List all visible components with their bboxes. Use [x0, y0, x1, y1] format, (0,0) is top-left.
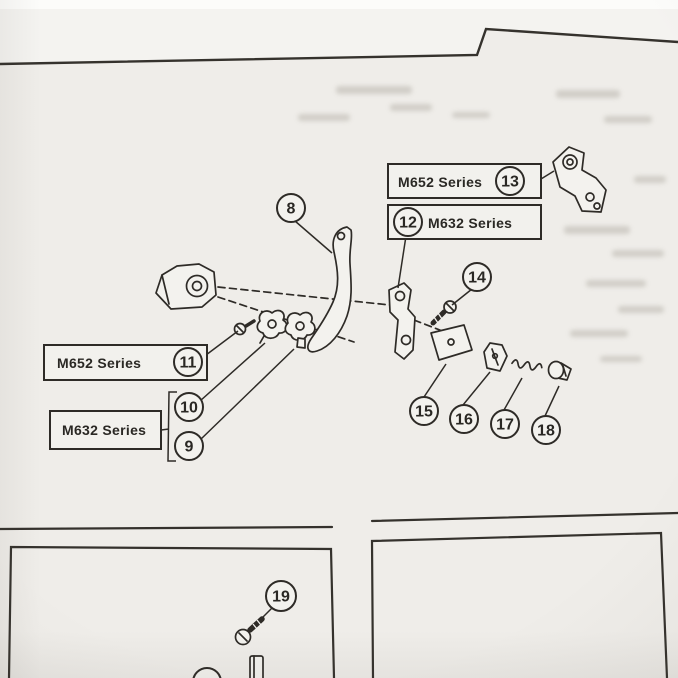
group-bracket [167, 391, 177, 462]
leader-line-14 [451, 288, 473, 306]
callout-number-12: 12 [399, 215, 417, 232]
callout-16: 16 [449, 404, 479, 434]
callout-number-15: 15 [415, 404, 433, 421]
callout-number-14: 14 [468, 270, 486, 287]
lower-table-left [7, 545, 336, 678]
leader-line-9 [199, 348, 295, 441]
callout-11: 11 [173, 347, 203, 377]
part-slide-plate [430, 324, 473, 361]
callout-8: 8 [276, 193, 306, 223]
part-forked-guide [483, 342, 508, 372]
callout-14: 14 [462, 262, 492, 292]
callout-18: 18 [531, 415, 561, 445]
callout-number-17: 17 [496, 417, 514, 434]
leader-line-15 [423, 363, 447, 398]
callout-17: 17 [490, 409, 520, 439]
part-knob [547, 360, 572, 381]
upper-page-region [0, 0, 678, 64]
callout-15: 15 [409, 396, 439, 426]
callout-number-11: 11 [180, 355, 197, 372]
series-label-m632-left: M632 Series [62, 422, 146, 438]
callout-number-16: 16 [455, 412, 473, 429]
callout-13: 13 [495, 166, 525, 196]
lower-table-right [370, 531, 669, 678]
top-white-strip [0, 0, 678, 9]
part-mounting-bracket [388, 282, 416, 360]
page-fold-edge [0, 27, 678, 66]
part-screw-19 [234, 616, 265, 646]
callout-19: 19 [265, 580, 297, 612]
leader-line-10 [199, 342, 266, 402]
part-screw-11 [233, 319, 256, 336]
callout-number-19: 19 [272, 589, 290, 606]
series-label-m652-left: M652 Series [57, 355, 141, 371]
part-angled-bracket [552, 146, 607, 213]
callout-20-partial [192, 667, 222, 678]
part-clamp-b [284, 311, 316, 349]
callout-12: 12 [393, 207, 423, 237]
part-shaft-clamp [155, 263, 217, 310]
section-divider-left [0, 525, 334, 531]
part-pin-partial [249, 655, 264, 678]
callout-number-10: 10 [180, 400, 198, 417]
callout-10: 10 [174, 392, 204, 422]
leader-line-18 [544, 385, 560, 417]
leader-line-13 [540, 170, 555, 180]
leader-line-8 [294, 220, 333, 254]
part-spring [511, 359, 543, 371]
series-label-m632-top: M632 Series [428, 215, 512, 231]
callout-number-13: 13 [501, 174, 519, 191]
series-box-m632-left: M632 Series [49, 391, 177, 462]
callout-number-9: 9 [185, 439, 194, 456]
callout-9: 9 [174, 431, 204, 461]
callout-number-8: 8 [287, 201, 296, 218]
leader-line-17 [503, 377, 523, 411]
part-curved-lever [307, 226, 353, 353]
section-divider-right [370, 511, 678, 523]
leader-line-16 [462, 371, 491, 406]
callout-number-18: 18 [537, 423, 555, 440]
leader-line-12 [397, 235, 407, 289]
dashed-axis-upper [217, 286, 391, 306]
series-label-m652-top: M652 Series [398, 174, 482, 190]
bleed-through-text [298, 86, 666, 362]
